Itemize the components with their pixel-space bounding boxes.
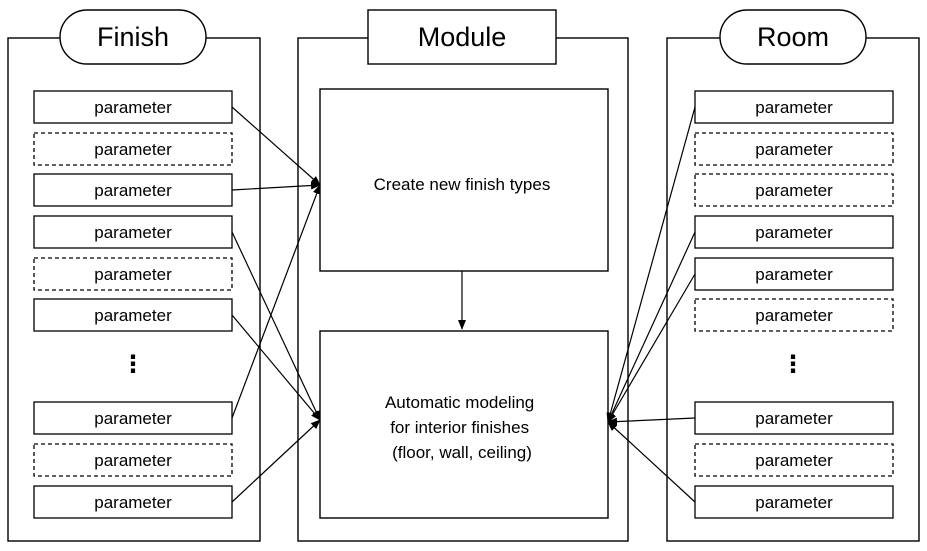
- finish-parameter-label: parameter: [94, 265, 172, 284]
- room-panel: Room parameterparameterparameterparamete…: [666, 9, 920, 542]
- room-parameter-label: parameter: [755, 140, 833, 159]
- automatic-modeling-line-2: for interior finishes: [390, 418, 529, 437]
- finish-parameter-label: parameter: [94, 493, 172, 512]
- finish-parameter-label: parameter: [94, 409, 172, 428]
- finish-to-create-connector: [231, 184, 321, 419]
- module-panel-title: Module: [418, 22, 507, 52]
- room-to-modeling-connector: [607, 231, 696, 423]
- create-finish-types-box: [319, 88, 609, 272]
- finish-to-modeling-connector: [231, 231, 321, 421]
- finish-panel-title-pill: [59, 9, 207, 65]
- finish-parameter-label: parameter: [94, 451, 172, 470]
- finish-parameter-label: parameter: [94, 181, 172, 200]
- room-parameter-box: [694, 298, 894, 332]
- finish-parameter-box: [33, 132, 233, 166]
- room-parameter-label: parameter: [755, 451, 833, 470]
- room-to-modeling-connector: [607, 421, 696, 503]
- automatic-modeling-line-1: Automatic modeling: [385, 393, 534, 412]
- finish-parameter-box: [33, 215, 233, 249]
- room-parameter-box: [694, 90, 894, 124]
- room-parameter-box: [694, 215, 894, 249]
- module-panel-title-box: [367, 9, 557, 65]
- finish-parameter-label: parameter: [94, 223, 172, 242]
- room-to-modeling-connector: [607, 273, 696, 423]
- finish-to-create-connector: [231, 181, 321, 191]
- finish-to-modeling-connector: [231, 314, 321, 421]
- finish-parameter-box: [33, 173, 233, 207]
- room-to-modeling-connector: [607, 417, 696, 426]
- room-parameter-box: [694, 401, 894, 435]
- finish-parameter-label: parameter: [94, 140, 172, 159]
- room-parameter-label: parameter: [755, 181, 833, 200]
- room-parameter-box: [694, 132, 894, 166]
- finish-ellipsis: ⋮: [121, 351, 145, 378]
- room-parameter-label: parameter: [755, 223, 833, 242]
- room-parameter-label: parameter: [755, 98, 833, 117]
- finish-panel: Finish parameterparameterparameterparame…: [7, 9, 261, 542]
- automatic-modeling-box: [319, 330, 609, 519]
- automatic-modeling-label: Automatic modeling for interior finishes…: [385, 393, 539, 462]
- room-parameter-box: [694, 173, 894, 207]
- room-parameter-label: parameter: [755, 265, 833, 284]
- room-ellipsis: ⋮: [781, 351, 805, 378]
- create-finish-types-line: Create new finish types: [374, 175, 551, 194]
- room-parameter-box: [694, 485, 894, 519]
- finish-parameter-label: parameter: [94, 98, 172, 117]
- room-parameter-box: [694, 443, 894, 477]
- room-parameter-label: parameter: [755, 306, 833, 325]
- room-parameter-label: parameter: [755, 409, 833, 428]
- room-parameter-list: parameter parameter parameter parameter para…: [694, 90, 894, 519]
- room-panel-title-pill: [719, 9, 867, 65]
- room-parameter-label: parameter: [755, 493, 833, 512]
- finish-parameter-box: [33, 90, 233, 124]
- module-panel: Module Create new finish types Automatic…: [297, 9, 629, 542]
- connector-lines: [231, 106, 696, 503]
- finish-panel-title: Finish: [97, 22, 169, 52]
- finish-parameter-box: [33, 443, 233, 477]
- finish-to-create-connector: [231, 106, 321, 186]
- finish-parameter-box: [33, 257, 233, 291]
- room-to-modeling-connector: [606, 106, 696, 423]
- create-finish-types-label: Create new finish types: [374, 175, 551, 194]
- finish-parameter-box: [33, 401, 233, 435]
- room-panel-title: Room: [757, 22, 829, 52]
- finish-to-modeling-connector: [231, 419, 321, 503]
- automatic-modeling-line-3: (floor, wall, ceiling): [392, 443, 532, 462]
- finish-parameter-list: parameter parameter parameter parameter para…: [33, 90, 233, 519]
- finish-parameter-label: parameter: [94, 306, 172, 325]
- room-parameter-box: [694, 257, 894, 291]
- finish-parameter-box: [33, 485, 233, 519]
